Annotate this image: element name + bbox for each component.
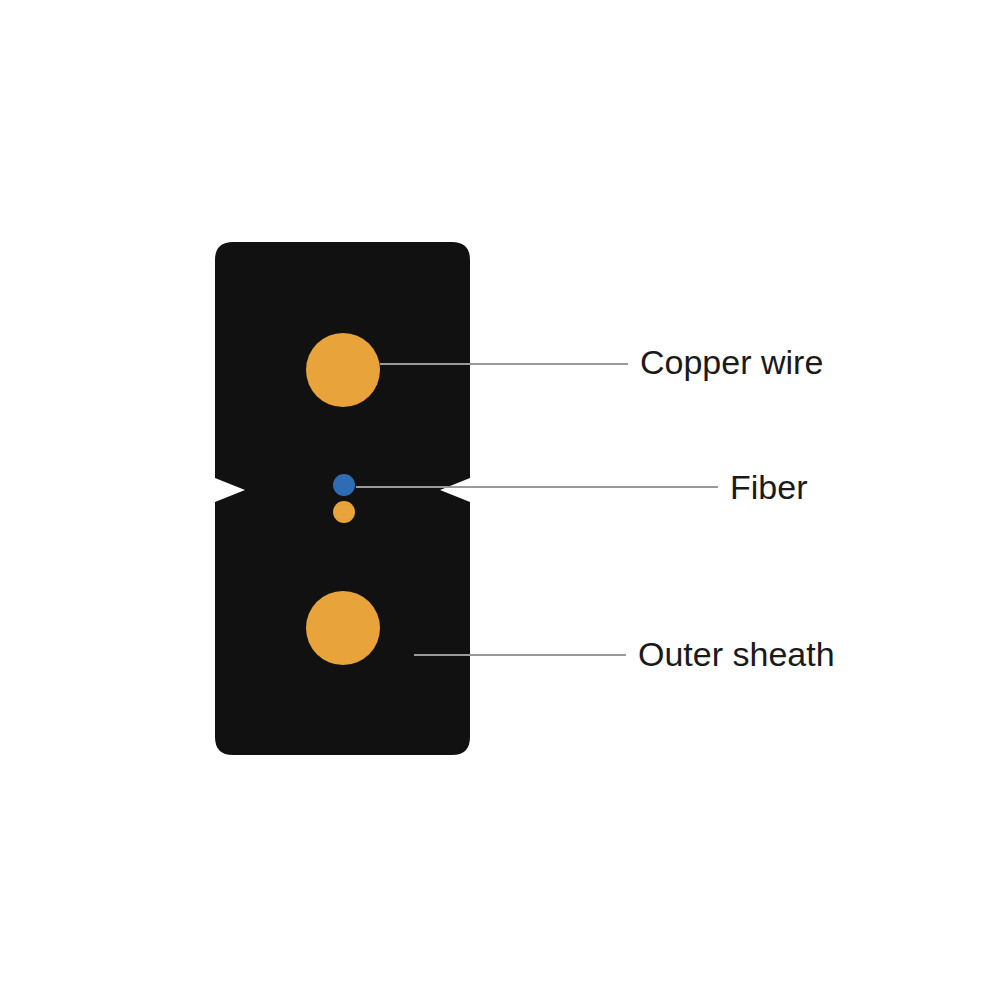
outer-sheath-shape [215,242,470,755]
leader-line [414,654,626,656]
fiber-orange [333,501,355,523]
copper-wire-top [306,333,380,407]
part-label: Outer sheath [638,634,835,675]
leader-line [380,363,628,365]
part-label: Fiber [730,467,807,508]
leader-line [356,486,718,488]
part-label: Copper wire [640,342,823,383]
fiber-blue [333,474,355,496]
copper-wire-bottom [306,591,380,665]
